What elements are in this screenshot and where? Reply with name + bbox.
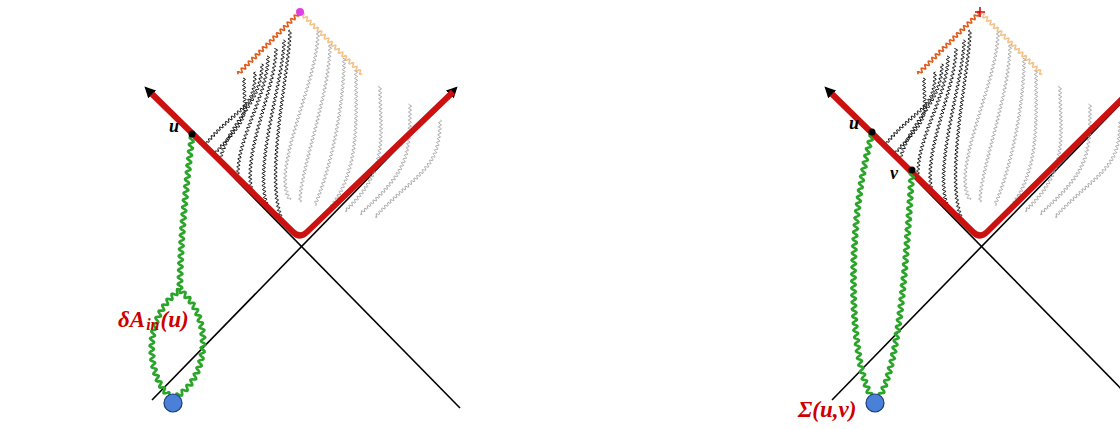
radiation-line	[1040, 104, 1092, 215]
point-label: u	[169, 117, 179, 135]
formula-subscript: in	[146, 317, 159, 333]
null-line	[152, 88, 456, 400]
radiation-line	[995, 58, 1026, 205]
apex-cross	[975, 7, 985, 17]
point-u	[869, 129, 876, 136]
null-line	[146, 88, 460, 408]
horizon-line	[980, 12, 1043, 74]
point-v	[909, 167, 916, 174]
source-dot	[866, 394, 884, 412]
propagator	[178, 136, 194, 290]
formula-label: δA	[118, 308, 145, 331]
red-bands	[152, 92, 1120, 236]
propagator	[176, 290, 205, 396]
red-band	[152, 92, 453, 236]
null-line	[832, 88, 1120, 400]
source-dot	[164, 394, 182, 412]
formula-label: (u)	[160, 308, 188, 331]
horizon-line	[300, 12, 363, 74]
radiation-line	[262, 40, 286, 208]
radiation-line	[942, 40, 966, 208]
apex-dot	[296, 8, 304, 16]
propagator	[851, 134, 872, 396]
radiation-line	[894, 78, 926, 154]
radiation-line	[214, 78, 246, 154]
propagator	[150, 289, 180, 397]
radiation-line	[219, 64, 263, 160]
formula-label: Σ(u,v)	[798, 398, 856, 421]
red-band	[832, 94, 1120, 236]
point-label: v	[890, 164, 898, 182]
point-u	[189, 131, 196, 138]
markers	[164, 7, 985, 412]
green-loops	[150, 134, 914, 398]
propagator	[879, 172, 914, 396]
radiation-line	[315, 58, 346, 205]
wavy-lines	[205, 12, 1120, 225]
radiation-line	[899, 64, 943, 160]
point-label: u	[849, 114, 859, 132]
